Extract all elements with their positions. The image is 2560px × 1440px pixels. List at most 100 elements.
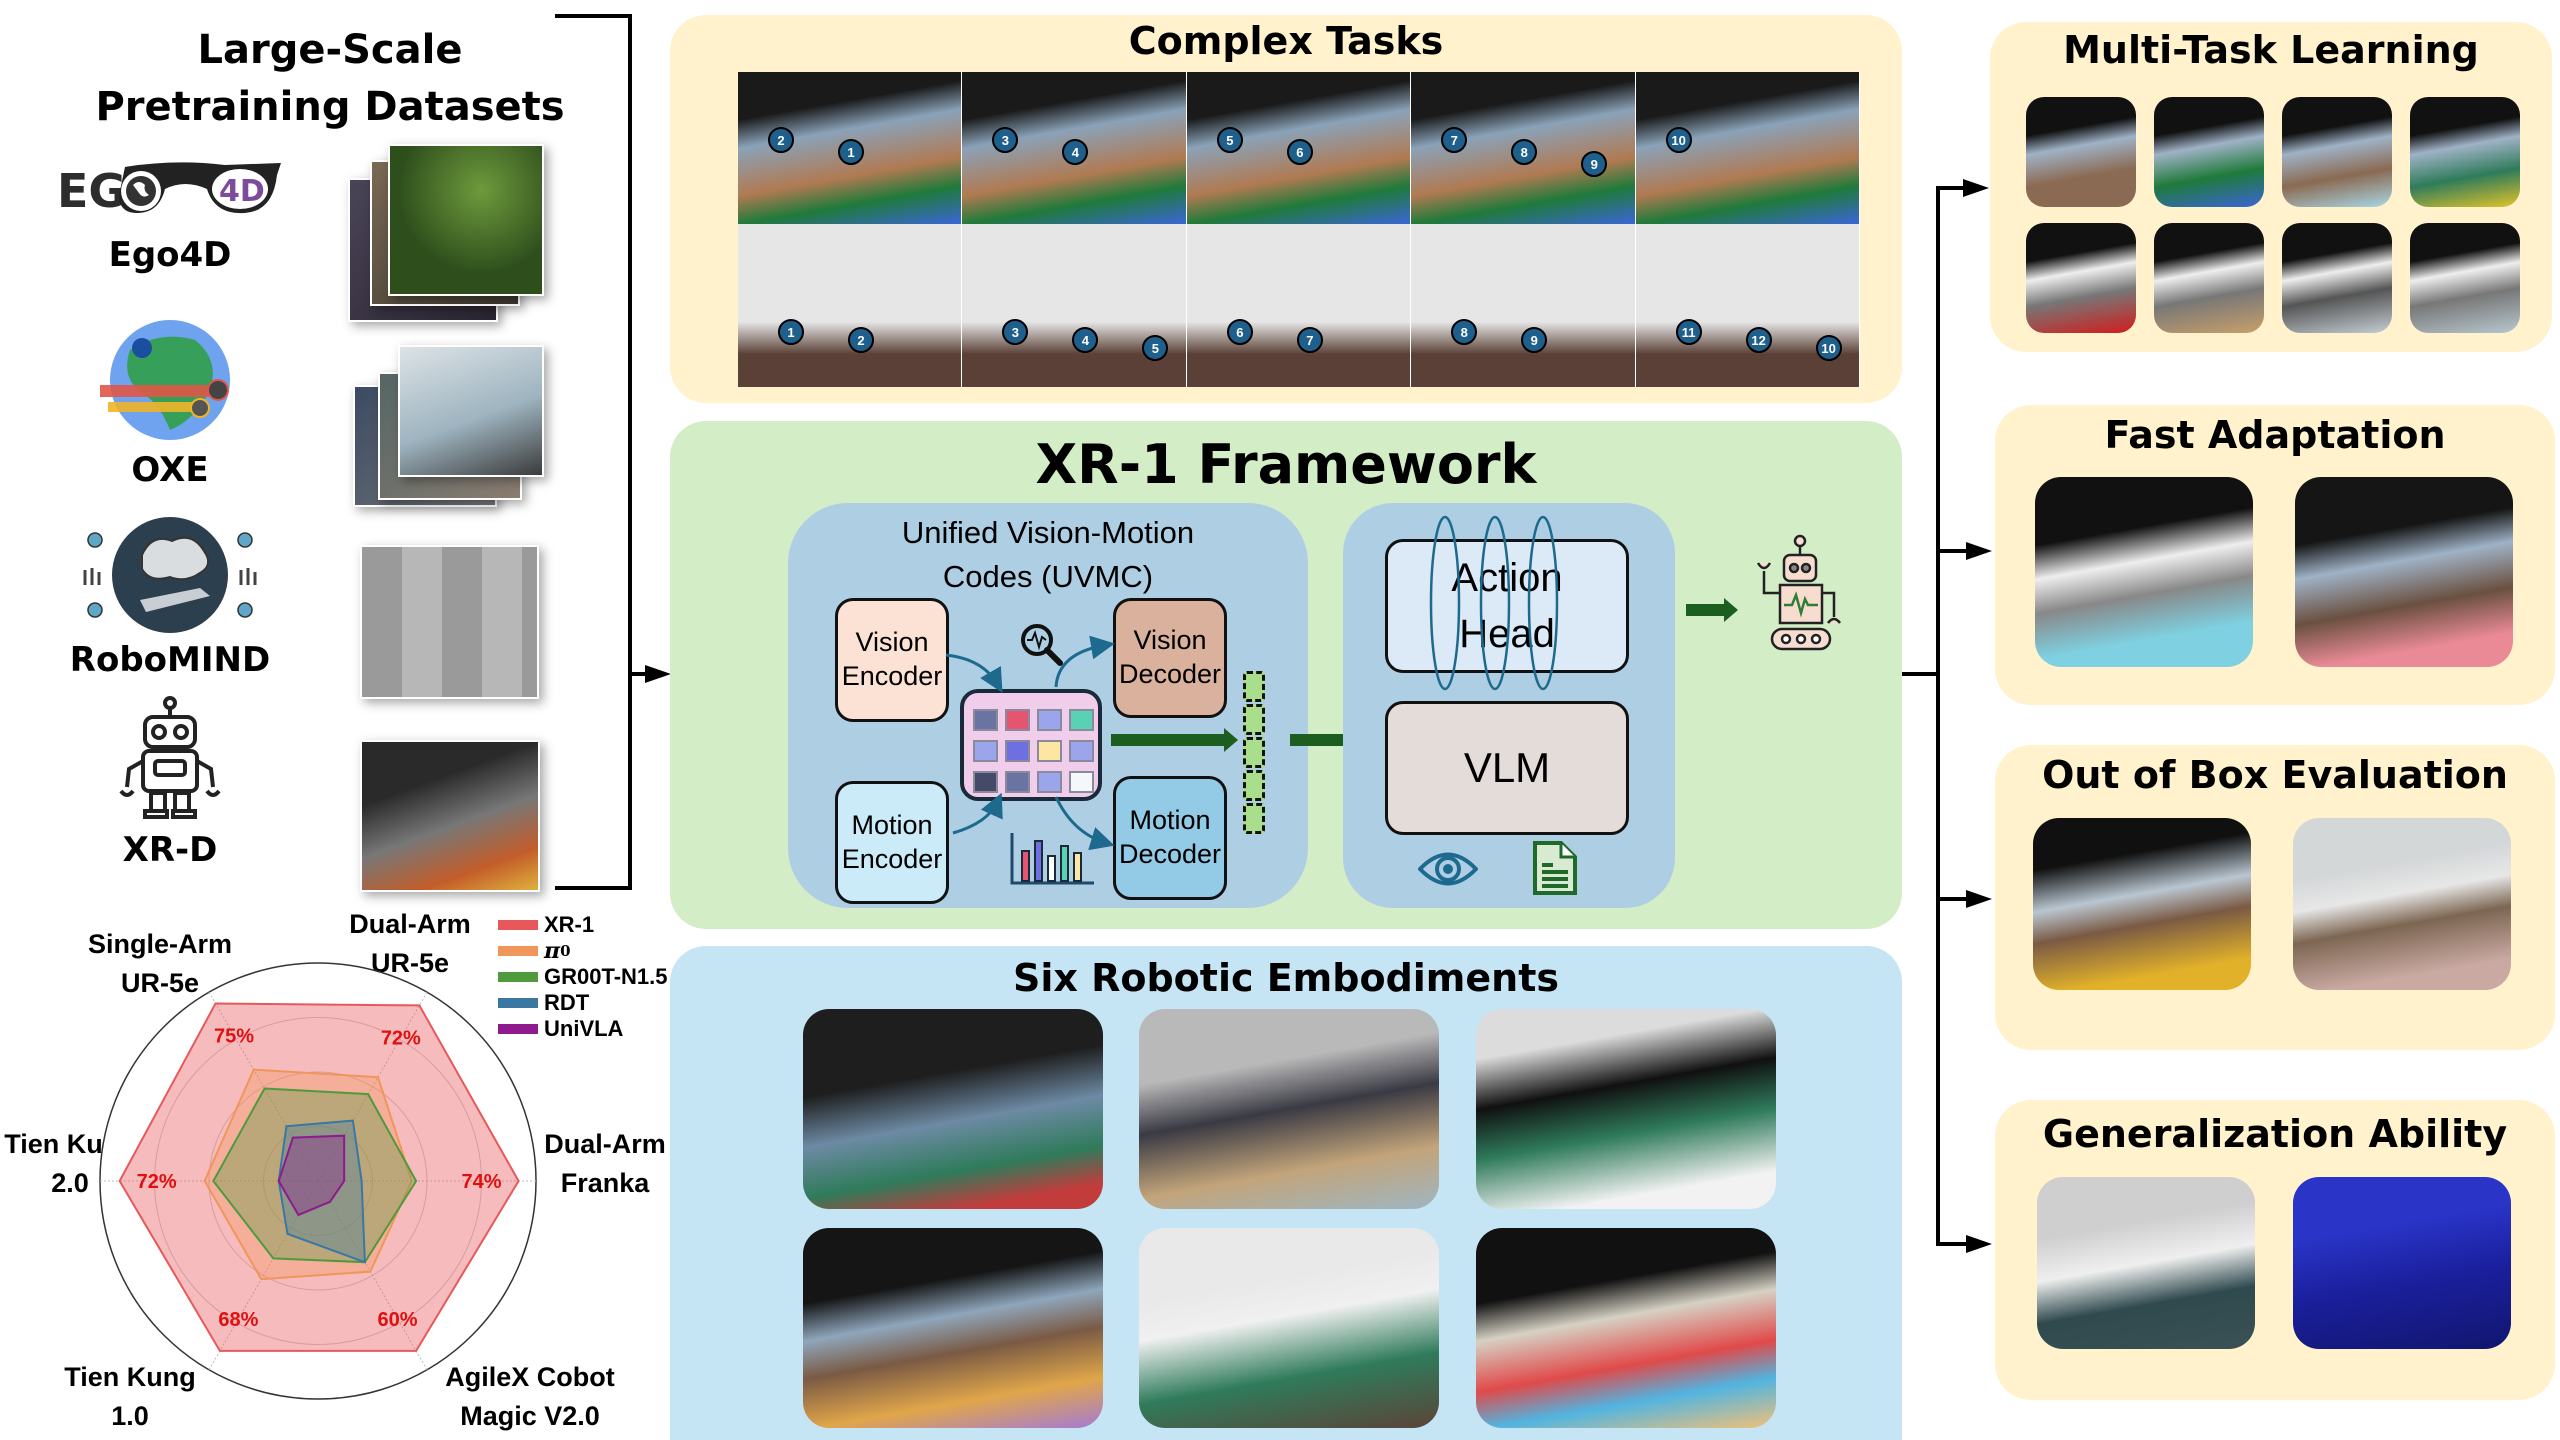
dataset-label-oxe: OXE xyxy=(131,450,209,490)
generalization-panel: Generalization Ability xyxy=(1995,1100,2555,1400)
step-number-badge: 3 xyxy=(992,127,1019,153)
radar-spoke xyxy=(208,991,319,1182)
legend-item-rdt: RDT xyxy=(498,990,668,1016)
codebook-entry xyxy=(1037,709,1062,731)
out-of-box-photo xyxy=(2033,818,2251,990)
text-document-icon xyxy=(1533,841,1577,900)
dataset-label-xrd: XR-D xyxy=(122,830,218,870)
codebook-entry xyxy=(973,709,998,731)
codebook-entry xyxy=(1069,771,1094,793)
codebook-entry xyxy=(1069,709,1094,731)
bracket-top xyxy=(555,14,632,18)
right-branch-line xyxy=(1940,549,1970,553)
out-of-box-photo xyxy=(2293,818,2511,990)
step-number-badge: 4 xyxy=(1072,327,1099,353)
radar-grid-ring xyxy=(263,1126,373,1236)
iterative-denoising-loops-icon xyxy=(1429,515,1559,691)
right-connector-vertical xyxy=(1936,186,1940,1246)
codebook-entry xyxy=(1005,709,1030,731)
uvmc-token xyxy=(1243,671,1265,702)
multitask-photo xyxy=(2282,223,2392,333)
codebook-entry xyxy=(973,771,998,793)
arrow-to-fast-adaptation-icon xyxy=(1966,542,1992,560)
eye-icon xyxy=(1417,848,1479,895)
dataset-label-ego4d: Ego4D xyxy=(108,235,232,275)
radar-series-xr-1 xyxy=(118,1002,520,1352)
uvmc-token xyxy=(1243,737,1265,768)
step-number-badge: 3 xyxy=(1002,319,1029,345)
step-number-badge: 5 xyxy=(1216,127,1243,153)
robomind-sample-image xyxy=(360,545,539,699)
arrow-to-framework-icon xyxy=(645,665,671,683)
fast-adaptation-photo xyxy=(2035,477,2253,667)
right-branch-line xyxy=(1940,897,1970,901)
embodiments-panel: Six Robotic Embodiments xyxy=(670,946,1902,1440)
step-number-badge: 4 xyxy=(1062,139,1089,165)
framework-output-line xyxy=(1902,672,1940,676)
legend-swatch-rdt xyxy=(498,998,538,1008)
complex-task-frame-ur: 10 xyxy=(1635,72,1861,224)
codebook-entry xyxy=(1069,740,1094,762)
step-number-badge: 11 xyxy=(1675,319,1702,345)
legend-swatch-groot xyxy=(498,972,538,982)
uvmc-token xyxy=(1243,704,1265,735)
uvmc-token xyxy=(1243,770,1265,801)
motion-encoder-box: Motion Encoder xyxy=(835,781,949,904)
oxe-globe-icon xyxy=(100,310,240,450)
multitask-photo xyxy=(2026,223,2136,333)
dataset-label-robomind: RoboMIND xyxy=(69,640,271,680)
step-number-badge: 8 xyxy=(1511,139,1538,165)
radar-series-univla xyxy=(277,1134,346,1217)
framework-title: XR-1 Framework xyxy=(1035,433,1537,496)
codebook-entry xyxy=(1037,740,1062,762)
multitask-photo xyxy=(2410,97,2520,207)
step-number-badge: 7 xyxy=(1441,127,1468,153)
radar-grid-ring xyxy=(154,1017,482,1345)
uvmc-title: Unified Vision-Motion Codes (UVMC) xyxy=(901,515,1195,594)
arrow-to-multitask-icon xyxy=(1963,179,1989,197)
generalization-title: Generalization Ability xyxy=(2042,1112,2508,1156)
motion-decoder-box: Motion Decoder xyxy=(1113,776,1227,900)
vlm-box: VLM xyxy=(1385,701,1629,835)
multitask-panel: Multi-Task Learning xyxy=(1990,22,2552,352)
datasets-title: Large-Scale Pretraining Datasets xyxy=(95,22,565,136)
multitask-title: Multi-Task Learning xyxy=(2063,28,2479,72)
ego4d-logo-icon: EG 4D xyxy=(55,155,285,225)
radar-chart: 75%72%74%60%68%72% xyxy=(99,962,537,1400)
uvmc-token-column xyxy=(1243,671,1265,834)
legend-item-xr1: XR-1 xyxy=(498,912,668,938)
bracket-arrow-line xyxy=(630,672,648,676)
legend-swatch-xr1 xyxy=(498,920,538,930)
generalization-photo xyxy=(2037,1177,2255,1349)
radar-spoke xyxy=(317,991,428,1182)
magnifier-waveform-icon xyxy=(1018,621,1066,674)
right-branch-line xyxy=(1936,1242,1970,1246)
step-number-badge: 8 xyxy=(1451,319,1478,345)
radar-spoke xyxy=(208,1180,319,1371)
arrow-to-generalization-icon xyxy=(1966,1235,1992,1253)
step-number-badge: 6 xyxy=(1226,319,1253,345)
embodiment-photo-tienkung xyxy=(1139,1009,1439,1209)
step-number-badge: 7 xyxy=(1296,327,1323,353)
multitask-photo xyxy=(2026,97,2136,207)
uvmc-flow-arrows xyxy=(945,635,1115,851)
legend-swatch-pi0 xyxy=(498,946,538,956)
legend-swatch-univla xyxy=(498,1024,538,1034)
step-number-badge: 1 xyxy=(778,319,804,345)
bracket-vertical xyxy=(628,14,632,890)
generalization-photo-blue-light xyxy=(2293,1177,2511,1349)
embodiments-title: Six Robotic Embodiments xyxy=(1012,956,1560,1000)
multitask-photo xyxy=(2282,97,2392,207)
embodiment-photo-tienkung2 xyxy=(1139,1228,1439,1428)
datasets-title-line1: Large-Scale xyxy=(197,27,463,73)
codebook-entry xyxy=(1005,740,1030,762)
step-number-badge: 9 xyxy=(1521,327,1548,353)
